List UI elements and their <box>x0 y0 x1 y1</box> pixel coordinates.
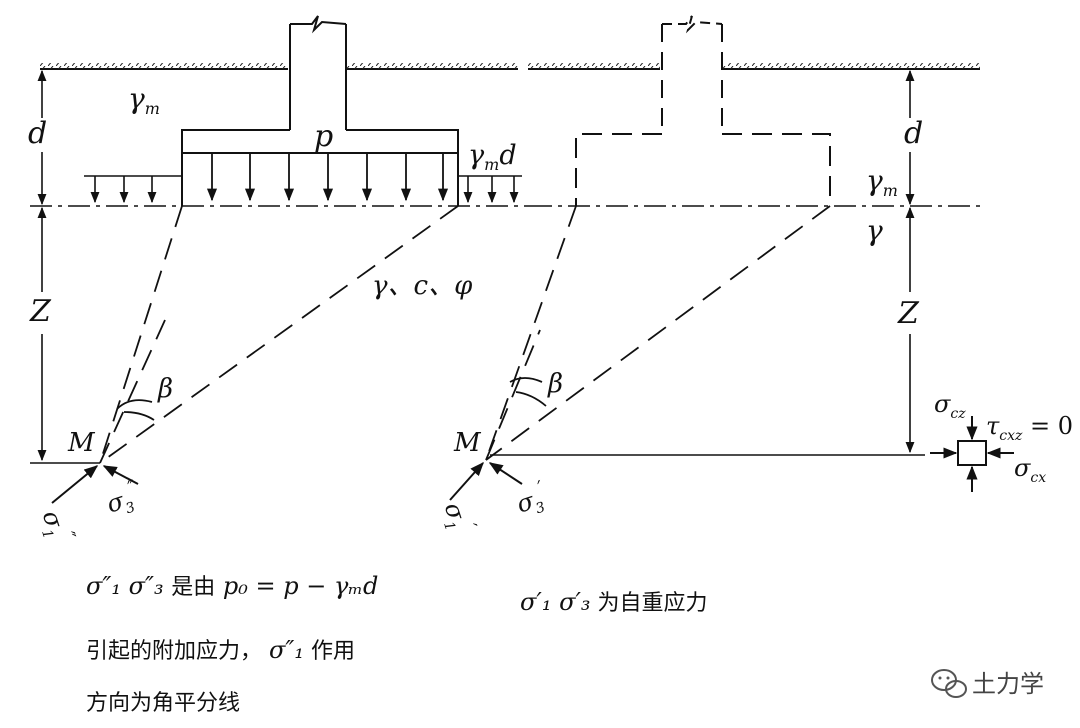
left-beta-arcs <box>116 399 155 421</box>
left-caption-line3: 方向为角平分线 <box>86 691 240 716</box>
right-beta-label: β <box>547 369 563 399</box>
right-d-label: d <box>904 116 923 151</box>
left-caption-line1: σ″₁ σ″₃ 是由 p₀ = p − γₘd <box>86 572 378 600</box>
left-angle-rays <box>99 205 459 464</box>
left-caption-line2: 引起的附加应力， σ″₁ 作用 <box>86 636 355 664</box>
wechat-icon <box>931 669 967 698</box>
left-labels: γm d p γmd γ、c、φ Z β M σ3″ σ1″ <box>28 82 517 547</box>
right-M-label: M <box>453 428 482 458</box>
left-gamma-m-label: γm <box>128 82 160 118</box>
left-d-label: d <box>28 116 47 151</box>
right-gamma-m-label: γm <box>866 164 898 200</box>
sigma-cz-label: σcz <box>934 390 966 422</box>
right-sigma3-label: σ3′ <box>511 477 551 522</box>
left-soil-props-label: γ、c、φ <box>372 271 473 301</box>
left-pressure-arrows <box>206 153 449 202</box>
right-Z-label: Z <box>897 296 920 331</box>
right-footing-dashed <box>575 133 831 206</box>
right-column-break <box>662 15 723 34</box>
right-gamma-label: γ <box>866 214 883 247</box>
left-ground-surface <box>40 63 518 70</box>
left-p-label: p <box>314 119 333 154</box>
watermark-text: 土力学 <box>972 670 1044 698</box>
right-labels: d γm γ Z β M σ3′ σ1′ σcz τcxz = 0 σcx <box>435 116 1073 537</box>
right-sigma1-label: σ1′ <box>435 497 480 537</box>
tau-cxz-label: τcxz = 0 <box>986 412 1073 444</box>
left-caption: σ″₁ σ″₃ 是由 p₀ = p − γₘd 引起的附加应力， σ″₁ 作用 … <box>86 572 378 716</box>
right-beta-arcs <box>509 377 547 407</box>
left-surcharge-label: γmd <box>468 140 517 174</box>
right-angle-rays <box>485 205 831 461</box>
left-column <box>289 15 347 130</box>
right-column-dashed <box>661 24 723 134</box>
sigma-cx-label: σcx <box>1014 454 1046 486</box>
stress-element <box>930 416 1014 492</box>
left-sigma1-label: σ1″ <box>33 505 79 547</box>
right-diagram <box>449 15 1014 501</box>
watermark: 土力学 <box>931 669 1044 698</box>
right-ground-surface <box>528 63 980 70</box>
right-caption: σ′₁ σ′₃ 为自重应力 <box>520 588 708 616</box>
left-diagram <box>30 15 530 504</box>
left-footing <box>181 129 459 206</box>
left-M-label: M <box>67 428 96 458</box>
left-surcharge-arrows <box>84 175 522 204</box>
left-Z-label: Z <box>29 294 52 329</box>
left-stress-arrows <box>51 465 139 504</box>
right-caption-line: σ′₁ σ′₃ 为自重应力 <box>520 588 708 616</box>
left-beta-label: β <box>157 374 173 404</box>
right-stress-arrows <box>449 461 523 501</box>
